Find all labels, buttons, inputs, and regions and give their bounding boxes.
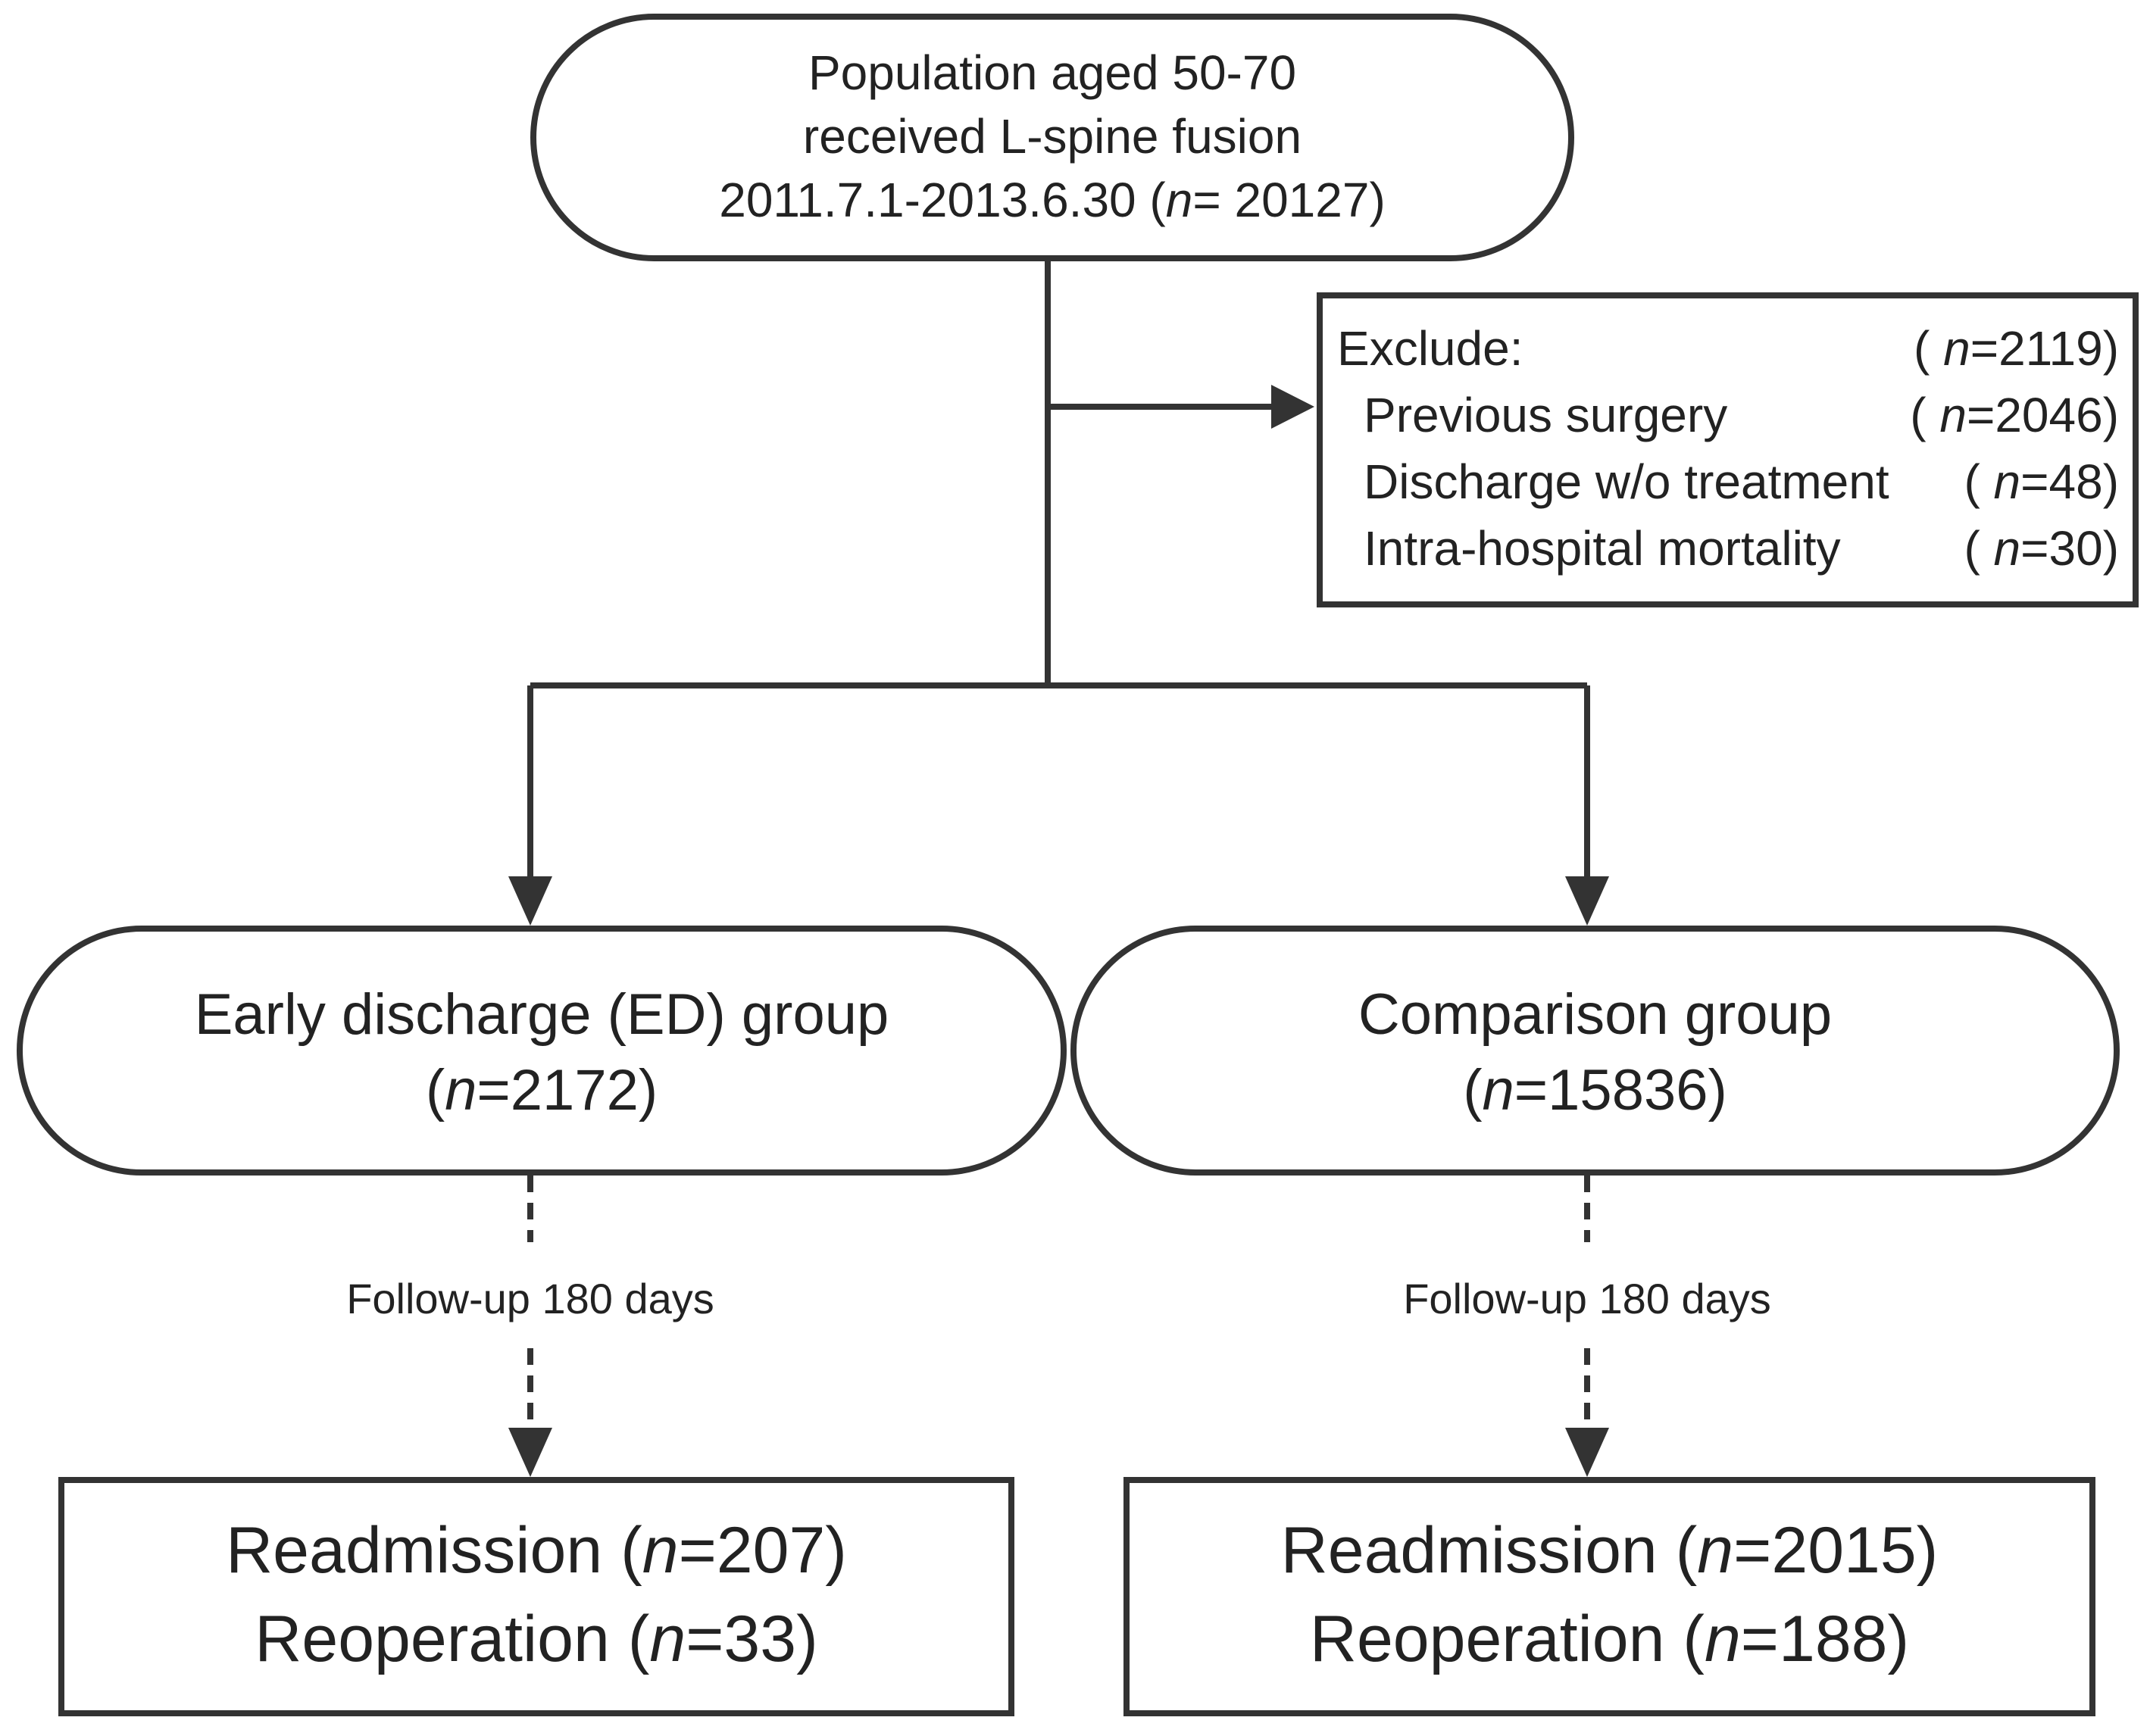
population-line-2: received L-spine fusion — [802, 109, 1302, 164]
comparison-outcome-box — [1123, 1477, 2095, 1716]
left-group-arrowhead — [508, 876, 552, 926]
right-outcome-arrowhead — [1565, 1428, 1609, 1477]
exclude-item-label: Previous surgery — [1364, 388, 1728, 442]
left-outcome-arrowhead — [508, 1428, 552, 1477]
ed-group-title: Early discharge (ED) group — [194, 982, 889, 1047]
population-line-3: 2011.7.1-2013.6.30 (n= 20127) — [719, 173, 1386, 227]
comparison-group-title: Comparison group — [1358, 982, 1833, 1047]
ed-followup-label: Follow-up 180 days — [346, 1275, 714, 1322]
population-node — [530, 14, 1574, 261]
exclude-box — [1317, 292, 2139, 607]
ed-group-node — [17, 926, 1067, 1176]
comparison-reoperation: Reoperation (n=188) — [1309, 1603, 1910, 1675]
ed-reoperation: Reoperation (n=33) — [255, 1603, 818, 1675]
comparison-group-count: (n=15836) — [1463, 1058, 1727, 1122]
comparison-group-node — [1070, 926, 2120, 1176]
exclude-heading: Exclude: — [1337, 321, 1523, 376]
ed-readmission: Readmission (n=207) — [226, 1514, 847, 1587]
exclude-item-count: ( n=30) — [1964, 521, 2119, 576]
ed-group-count: (n=2172) — [425, 1058, 658, 1122]
exclude-item-label: Intra-hospital mortality — [1364, 521, 1841, 576]
comparison-followup-label: Follow-up 180 days — [1403, 1275, 1771, 1322]
ed-outcome-box — [58, 1477, 1014, 1716]
exclude-item-label: Discharge w/o treatment — [1364, 454, 1889, 509]
population-line-1: Population aged 50-70 — [808, 45, 1297, 100]
right-group-arrowhead — [1565, 876, 1609, 926]
exclude-item-count: ( n=48) — [1964, 454, 2119, 509]
exclude-arrowhead — [1271, 385, 1314, 429]
exclude-total-count: ( n=2119) — [1914, 321, 2119, 376]
exclude-item-count: ( n=2046) — [1910, 388, 2119, 442]
comparison-readmission: Readmission (n=2015) — [1280, 1514, 1939, 1587]
